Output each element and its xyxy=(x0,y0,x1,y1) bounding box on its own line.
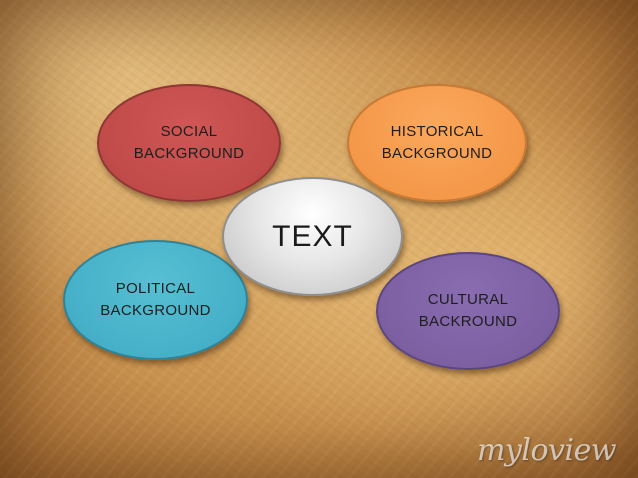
historical-background-ellipse: HISTORICAL BACKGROUND xyxy=(347,84,527,202)
cultural-label-line2: BACKROUND xyxy=(418,313,518,330)
historical-label-line2: BACKGROUND xyxy=(381,145,493,162)
cultural-background-ellipse: CULTURAL BACKROUND xyxy=(376,252,560,370)
social-label-line2: BACKGROUND xyxy=(133,145,245,162)
political-label-line1: POLITICAL xyxy=(115,280,196,297)
cultural-label-line1: CULTURAL xyxy=(427,291,509,308)
center-label: TEXT xyxy=(272,219,353,253)
political-label-line2: BACKGROUND xyxy=(100,302,211,319)
social-background-ellipse: SOCIAL BACKGROUND xyxy=(97,84,281,202)
center-text-ellipse: TEXT xyxy=(222,177,403,296)
watermark-logo: myloview xyxy=(476,433,617,468)
watermark-text: myloview xyxy=(476,433,617,468)
political-background-ellipse: POLITICAL BACKGROUND xyxy=(63,240,248,360)
historical-label-line1: HISTORICAL xyxy=(390,123,484,140)
social-label-line1: SOCIAL xyxy=(160,123,218,140)
